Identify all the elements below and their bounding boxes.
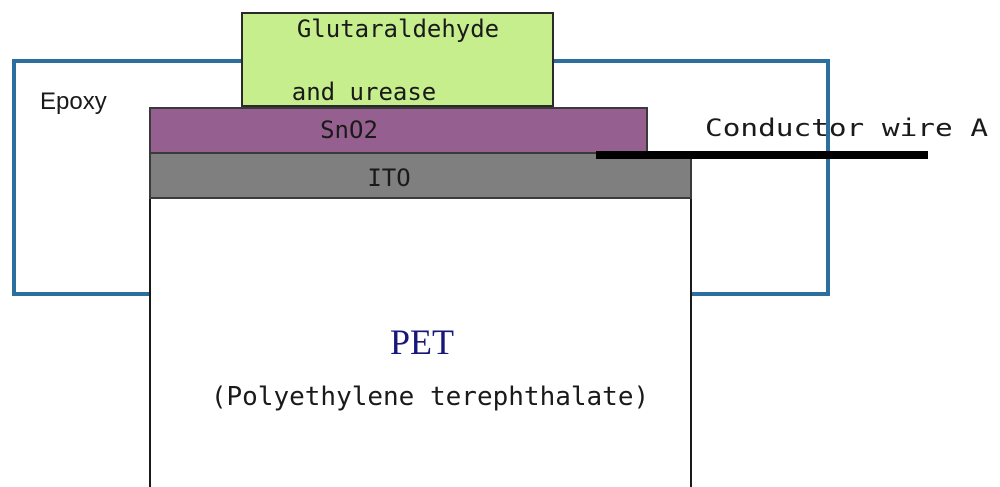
pet-substrate — [149, 197, 692, 487]
conductor-wire-label: Conductor wire A — [705, 114, 989, 142]
pet-sublabel: (Polyethylene terephthalate) — [211, 382, 649, 412]
enzyme-label-line2: and urease — [292, 78, 437, 106]
epoxy-outline-right — [553, 59, 830, 296]
enzyme-layer — [241, 12, 554, 107]
enzyme-label-line1: Glutaraldehyde — [297, 15, 499, 43]
pet-label: PET — [390, 322, 454, 362]
sno2-label: SnO2 — [320, 116, 378, 144]
epoxy-outline-left — [12, 59, 242, 296]
sno2-layer — [149, 107, 648, 154]
epoxy-label: Epoxy — [40, 88, 107, 115]
ito-layer — [149, 152, 692, 199]
ito-label: ITO — [367, 164, 410, 192]
